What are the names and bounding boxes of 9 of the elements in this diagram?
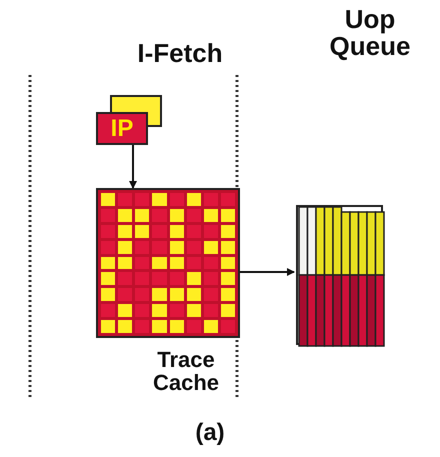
heading: I-Fetch bbox=[136, 40, 224, 68]
cache-grid bbox=[96, 188, 240, 338]
arrow bbox=[240, 268, 295, 276]
heading: (a) bbox=[194, 420, 226, 446]
queue-drawing bbox=[296, 205, 383, 345]
pointer-box: IP bbox=[96, 112, 148, 145]
arrow bbox=[129, 145, 137, 189]
node-label: Trace Cache bbox=[152, 348, 220, 394]
heading: Uop Queue bbox=[328, 6, 412, 61]
